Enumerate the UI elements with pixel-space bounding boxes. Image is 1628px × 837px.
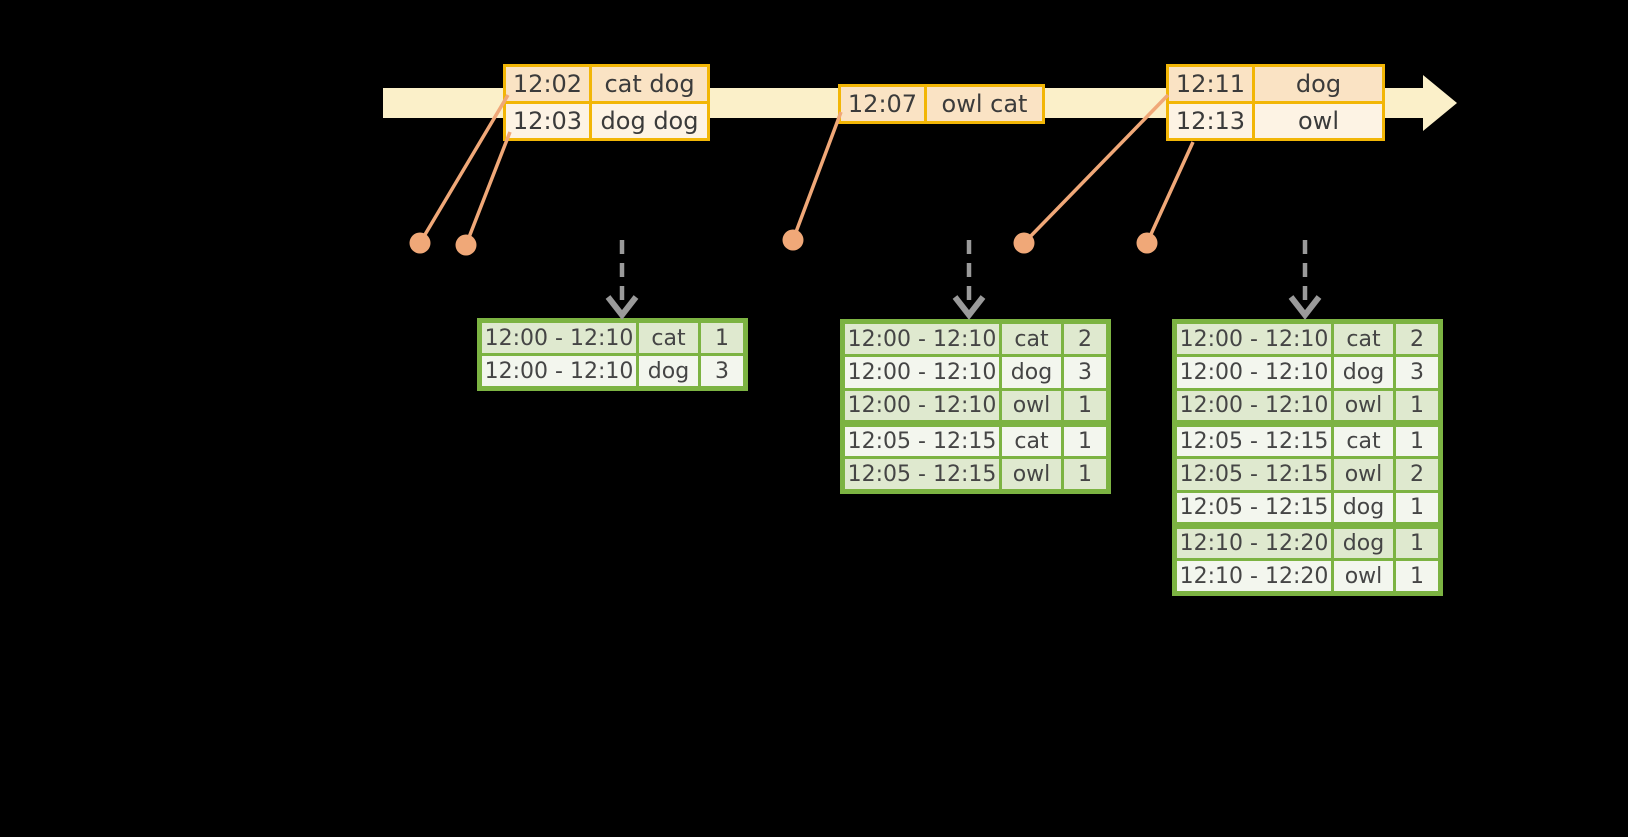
table-row: 12:05 - 12:15 owl 1 <box>841 456 1110 493</box>
word-cell: cat <box>1331 320 1396 357</box>
count-cell: 1 <box>1061 388 1110 425</box>
count-cell: 1 <box>1393 558 1442 595</box>
count-cell: 3 <box>1393 354 1442 391</box>
count-cell: 3 <box>1061 354 1110 391</box>
event-time: 12:07 <box>838 84 927 124</box>
count-cell: 1 <box>698 319 747 356</box>
event-box-1: 12:02 cat dog 12:03 dog dog <box>503 64 710 141</box>
table-row: 12:00 - 12:10 owl 1 <box>841 388 1110 425</box>
count-cell: 1 <box>1061 420 1110 459</box>
result-table-3: 12:00 - 12:10 cat 2 12:00 - 12:10 dog 3 … <box>1172 319 1443 596</box>
trigger-arrowhead-icon <box>1288 295 1322 320</box>
count-cell: 2 <box>1061 320 1110 357</box>
word-cell: dog <box>1331 354 1396 391</box>
word-cell: dog <box>999 354 1064 391</box>
word-cell: owl <box>1331 388 1396 425</box>
event-words: owl <box>1252 101 1385 141</box>
event-time: 12:03 <box>503 101 592 141</box>
word-cell: dog <box>1331 490 1396 527</box>
event-connector-line <box>1145 141 1195 244</box>
event-row: 12:03 dog dog <box>503 101 710 141</box>
word-cell: owl <box>1331 558 1396 595</box>
event-row: 12:02 cat dog <box>503 64 710 104</box>
table-row: 12:00 - 12:10 dog 3 <box>478 353 747 390</box>
event-table: 12:11 dog 12:13 owl <box>1166 64 1385 141</box>
event-words: dog <box>1252 64 1385 104</box>
window-cell: 12:05 - 12:15 <box>841 420 1002 459</box>
window-cell: 12:00 - 12:10 <box>841 388 1002 425</box>
event-row: 12:13 owl <box>1166 101 1385 141</box>
event-box-3: 12:11 dog 12:13 owl <box>1166 64 1385 141</box>
event-connector-line <box>791 111 843 241</box>
count-cell: 3 <box>698 353 747 390</box>
word-cell: cat <box>1331 420 1396 459</box>
table-row: 12:10 - 12:20 owl 1 <box>1173 558 1442 595</box>
table-row: 12:00 - 12:10 cat 2 <box>841 320 1110 357</box>
word-cell: cat <box>636 319 701 356</box>
table-row: 12:05 - 12:15 cat 1 <box>1173 420 1442 459</box>
count-cell: 1 <box>1393 420 1442 459</box>
event-marker-dot <box>455 234 477 256</box>
event-marker-dot <box>1013 232 1035 254</box>
window-cell: 12:00 - 12:10 <box>478 319 639 356</box>
window-cell: 12:00 - 12:10 <box>478 353 639 390</box>
table-row: 12:05 - 12:15 dog 1 <box>1173 490 1442 527</box>
word-cell: owl <box>999 456 1064 493</box>
table-row: 12:05 - 12:15 cat 1 <box>841 420 1110 459</box>
word-cell: owl <box>1331 456 1396 493</box>
window-cell: 12:05 - 12:15 <box>841 456 1002 493</box>
word-cell: cat <box>999 320 1064 357</box>
table-row: 12:00 - 12:10 owl 1 <box>1173 388 1442 425</box>
count-cell: 1 <box>1061 456 1110 493</box>
result-table-grid: 12:00 - 12:10 cat 1 12:00 - 12:10 dog 3 <box>477 318 748 391</box>
window-cell: 12:10 - 12:20 <box>1173 558 1334 595</box>
event-time: 12:13 <box>1166 101 1255 141</box>
window-cell: 12:00 - 12:10 <box>1173 388 1334 425</box>
count-cell: 1 <box>1393 388 1442 425</box>
result-table-1: 12:00 - 12:10 cat 1 12:00 - 12:10 dog 3 <box>477 318 748 391</box>
window-cell: 12:00 - 12:10 <box>841 320 1002 357</box>
count-cell: 2 <box>1393 320 1442 357</box>
table-row: 12:00 - 12:10 dog 3 <box>1173 354 1442 391</box>
window-cell: 12:00 - 12:10 <box>841 354 1002 391</box>
event-connector-line <box>464 131 512 246</box>
event-time: 12:11 <box>1166 64 1255 104</box>
word-cell: dog <box>636 353 701 390</box>
timeline-arrowhead-icon <box>1423 75 1457 131</box>
table-row: 12:00 - 12:10 cat 2 <box>1173 320 1442 357</box>
event-table: 12:07 owl cat <box>838 84 1045 124</box>
count-cell: 2 <box>1393 456 1442 493</box>
count-cell: 1 <box>1393 490 1442 527</box>
word-cell: dog <box>1331 522 1396 561</box>
event-words: cat dog <box>589 64 710 104</box>
event-marker-dot <box>1136 232 1158 254</box>
event-words: owl cat <box>924 84 1045 124</box>
window-cell: 12:05 - 12:15 <box>1173 490 1334 527</box>
count-cell: 1 <box>1393 522 1442 561</box>
table-row: 12:05 - 12:15 owl 2 <box>1173 456 1442 493</box>
event-row: 12:11 dog <box>1166 64 1385 104</box>
window-cell: 12:05 - 12:15 <box>1173 456 1334 493</box>
event-time: 12:02 <box>503 64 592 104</box>
event-row: 12:07 owl cat <box>838 84 1045 124</box>
result-table-grid: 12:00 - 12:10 cat 2 12:00 - 12:10 dog 3 … <box>1172 319 1443 596</box>
result-table-grid: 12:00 - 12:10 cat 2 12:00 - 12:10 dog 3 … <box>840 319 1111 494</box>
word-cell: cat <box>999 420 1064 459</box>
event-marker-dot <box>409 232 431 254</box>
result-table-2: 12:00 - 12:10 cat 2 12:00 - 12:10 dog 3 … <box>840 319 1111 494</box>
window-cell: 12:10 - 12:20 <box>1173 522 1334 561</box>
trigger-arrowhead-icon <box>605 295 639 320</box>
event-box-2: 12:07 owl cat <box>838 84 1045 124</box>
word-cell: owl <box>999 388 1064 425</box>
window-cell: 12:00 - 12:10 <box>1173 354 1334 391</box>
table-row: 12:00 - 12:10 dog 3 <box>841 354 1110 391</box>
event-table: 12:02 cat dog 12:03 dog dog <box>503 64 710 141</box>
table-row: 12:10 - 12:20 dog 1 <box>1173 522 1442 561</box>
trigger-arrowhead-icon <box>952 295 986 320</box>
window-cell: 12:05 - 12:15 <box>1173 420 1334 459</box>
event-words: dog dog <box>589 101 710 141</box>
table-row: 12:00 - 12:10 cat 1 <box>478 319 747 356</box>
window-cell: 12:00 - 12:10 <box>1173 320 1334 357</box>
event-marker-dot <box>782 229 804 251</box>
